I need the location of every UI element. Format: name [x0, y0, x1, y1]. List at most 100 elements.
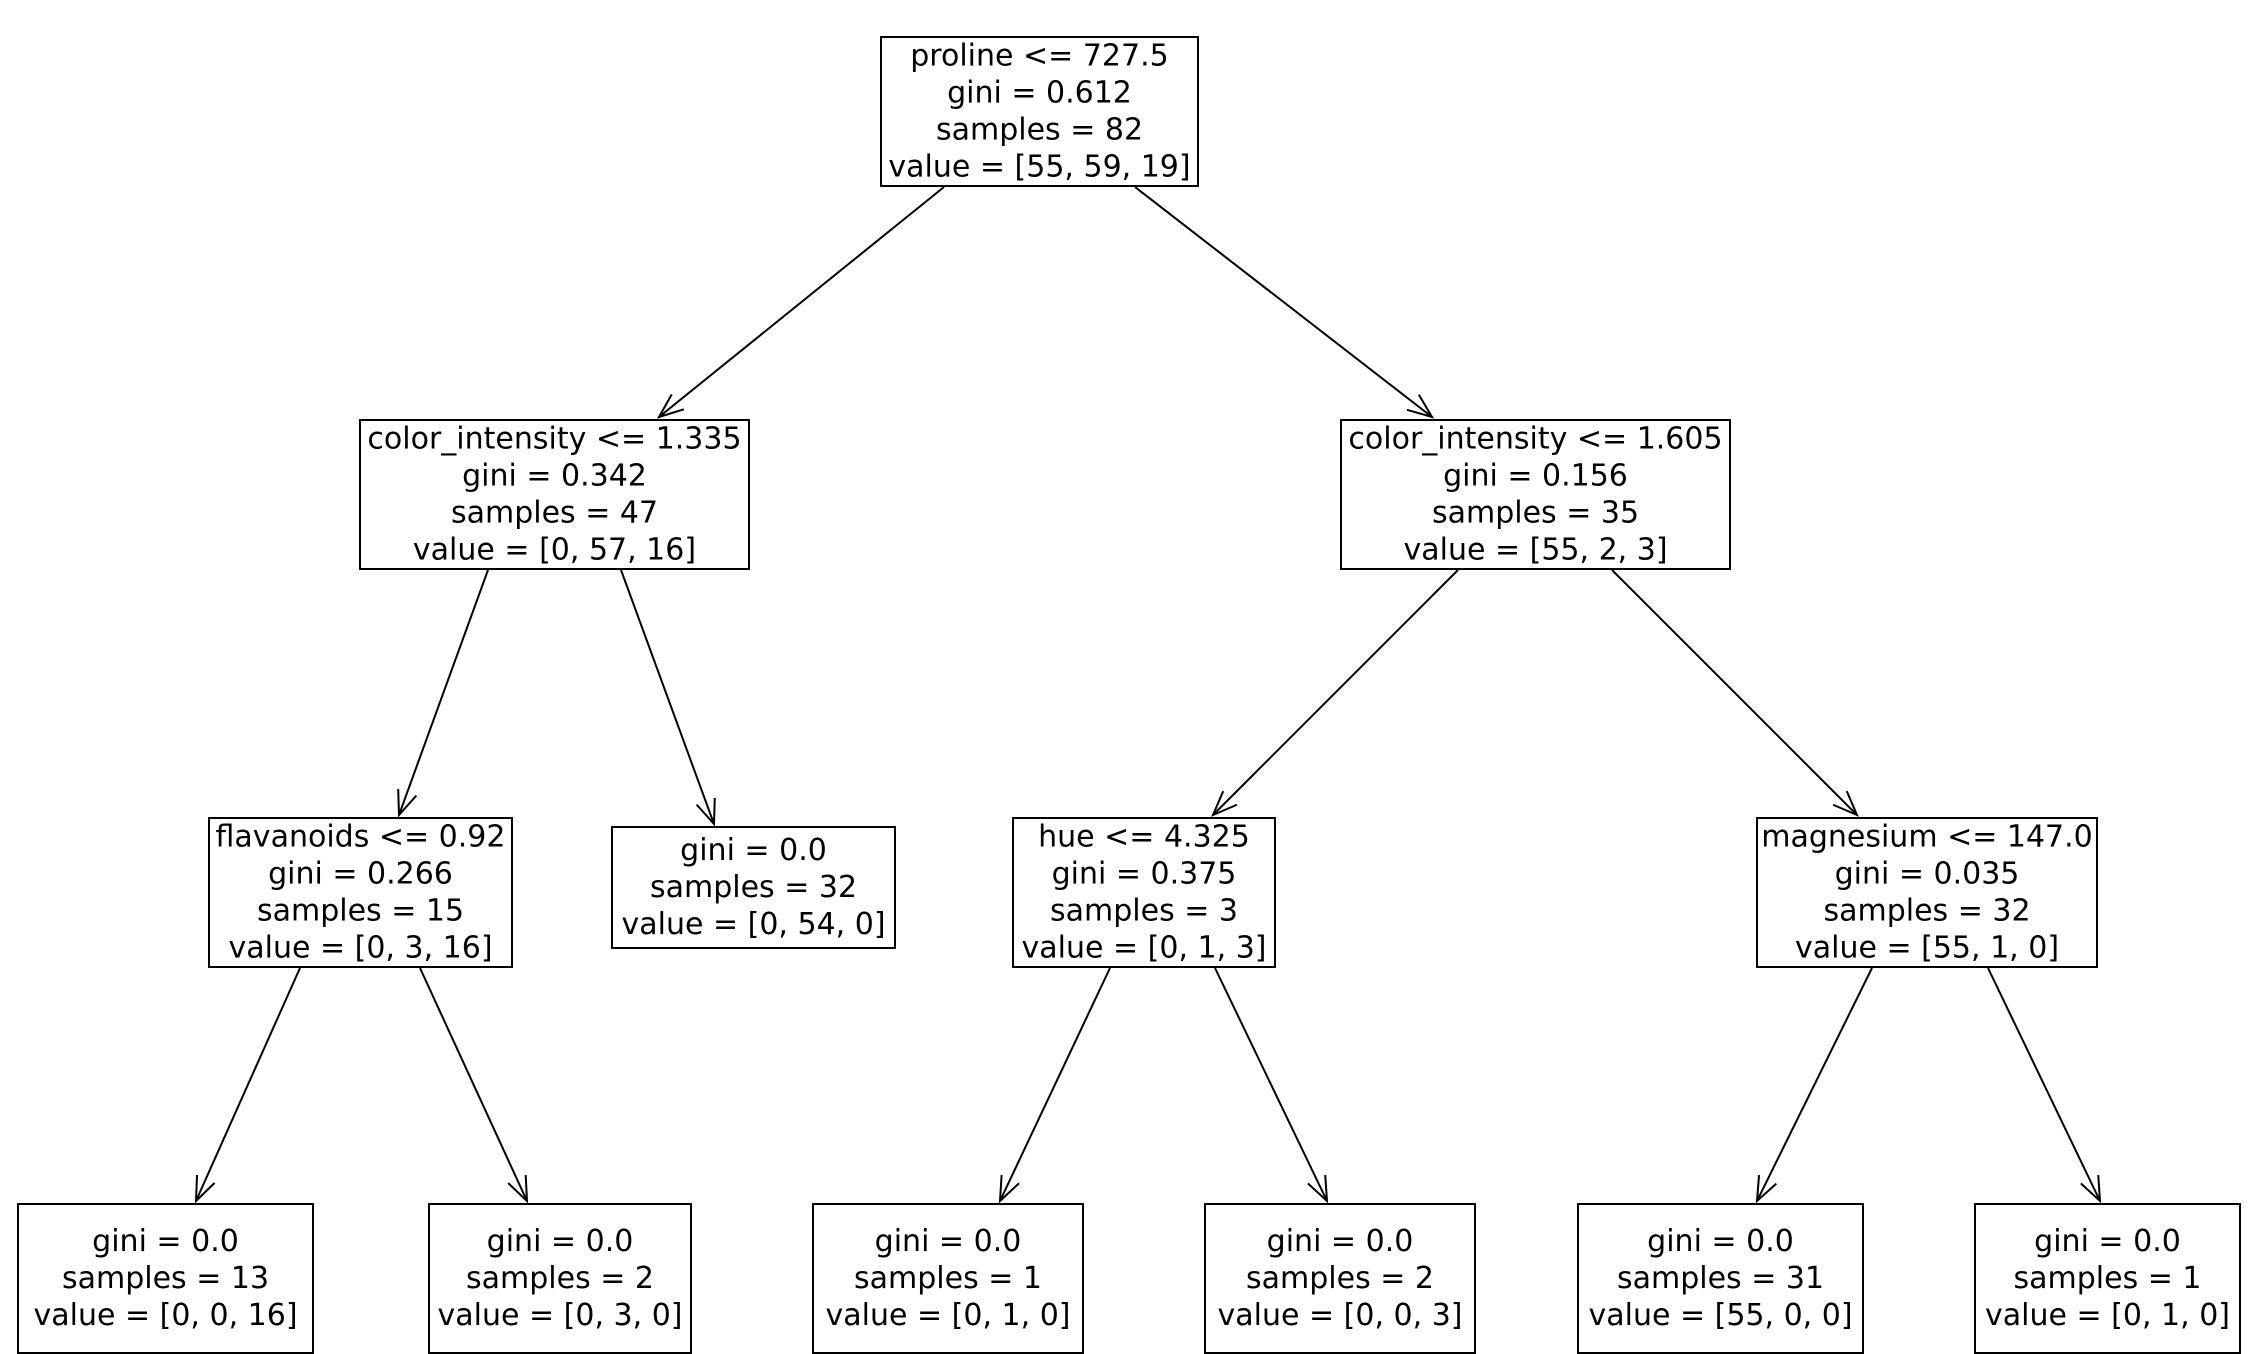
edge-line	[620, 569, 715, 825]
node-text-line: value = [0, 0, 3]	[1218, 1298, 1463, 1333]
node-text-line: gini = 0.0	[875, 1224, 1022, 1259]
edge-line	[999, 967, 1111, 1202]
node-text-line: samples = 3	[1050, 894, 1238, 929]
node-text-line: magnesium <= 147.0	[1761, 820, 2093, 855]
tree-edge	[1214, 967, 1329, 1204]
node-text-line: gini = 0.0	[92, 1224, 239, 1259]
node-text-line: value = [0, 54, 0]	[621, 907, 885, 942]
node-text-line: gini = 0.0	[487, 1224, 634, 1259]
edge-line	[1987, 967, 2101, 1202]
node-text-line: samples = 1	[854, 1261, 1042, 1296]
edge-arrowhead	[507, 1174, 529, 1204]
edge-line	[419, 967, 528, 1202]
tree-edge	[1755, 967, 1873, 1204]
node-box[interactable]	[1577, 1203, 1864, 1354]
edge-arrowhead	[1307, 1174, 1329, 1204]
tree-edge	[419, 967, 529, 1204]
node-text-line: gini = 0.0	[1647, 1224, 1794, 1259]
node-box[interactable]	[1340, 419, 1731, 570]
node-text-line: flavanoids <= 0.92	[216, 820, 506, 855]
node-box[interactable]	[611, 826, 896, 949]
node-text-line: samples = 2	[466, 1261, 654, 1296]
edge-arrowhead	[397, 788, 418, 818]
node-text-line: samples = 32	[1823, 894, 2030, 929]
tree-edge	[998, 967, 1111, 1204]
node-text-line: gini = 0.612	[947, 76, 1132, 111]
node-text-line: samples = 82	[936, 113, 1143, 148]
node-text-line: value = [0, 3, 0]	[438, 1298, 683, 1333]
node-box[interactable]	[1204, 1203, 1476, 1354]
node-box[interactable]	[17, 1203, 314, 1354]
edge-arrowhead	[2080, 1174, 2102, 1204]
node-box[interactable]	[1974, 1203, 2241, 1354]
node-text-line: gini = 0.035	[1835, 857, 2020, 892]
node-text-line: samples = 32	[650, 870, 857, 905]
node-text-line: value = [0, 0, 16]	[33, 1298, 297, 1333]
edge-arrowhead	[1406, 394, 1435, 419]
node-box[interactable]	[1756, 817, 2098, 968]
tree-edge	[1211, 569, 1459, 817]
tree-edge	[397, 569, 489, 818]
edge-arrowhead	[1211, 790, 1238, 817]
node-box[interactable]	[359, 419, 750, 570]
node-text-line: gini = 0.342	[462, 459, 647, 494]
tree-edges-layer	[194, 186, 2102, 1204]
node-text-line: samples = 35	[1432, 496, 1639, 531]
edge-arrowhead	[1832, 790, 1859, 817]
node-box[interactable]	[428, 1203, 692, 1354]
node-text-line: samples = 15	[257, 894, 464, 929]
edge-line	[398, 569, 489, 816]
node-box[interactable]	[208, 817, 513, 968]
node-text-line: gini = 0.0	[2034, 1224, 2181, 1259]
node-box[interactable]	[812, 1203, 1084, 1354]
node-text-line: color_intensity <= 1.605	[1348, 422, 1722, 457]
tree-edge	[1987, 967, 2102, 1204]
edge-line	[658, 186, 945, 418]
node-text-line: samples = 47	[451, 496, 658, 531]
edge-line	[1212, 569, 1459, 816]
node-text-line: hue <= 4.325	[1038, 820, 1250, 855]
node-text-line: gini = 0.156	[1443, 459, 1628, 494]
node-text-line: proline <= 727.5	[910, 39, 1168, 74]
edge-arrowhead	[1755, 1175, 1777, 1204]
node-text-line: samples = 13	[62, 1261, 269, 1296]
node-text-line: value = [0, 3, 16]	[228, 931, 492, 966]
node-text-line: gini = 0.375	[1052, 857, 1237, 892]
node-box[interactable]	[1012, 817, 1276, 968]
edge-line	[1134, 186, 1433, 418]
node-text-line: value = [0, 1, 0]	[1985, 1298, 2230, 1333]
edge-line	[195, 967, 301, 1202]
node-box[interactable]	[880, 36, 1199, 187]
edge-arrowhead	[656, 393, 685, 419]
node-text-line: value = [0, 1, 3]	[1022, 931, 1267, 966]
node-text-line: gini = 0.266	[268, 857, 453, 892]
node-text-line: gini = 0.0	[1267, 1224, 1414, 1259]
node-text-line: value = [55, 0, 0]	[1588, 1298, 1852, 1333]
edge-line	[1756, 967, 1873, 1202]
node-text-line: value = [55, 59, 19]	[888, 150, 1190, 185]
tree-edge	[656, 186, 945, 419]
edge-arrowhead	[998, 1174, 1020, 1204]
node-text-line: samples = 1	[2014, 1261, 2202, 1296]
node-text-line: samples = 2	[1246, 1261, 1434, 1296]
edge-arrowhead	[194, 1174, 216, 1204]
edge-arrowhead	[695, 797, 716, 827]
node-text-line: value = [55, 2, 3]	[1403, 533, 1667, 568]
